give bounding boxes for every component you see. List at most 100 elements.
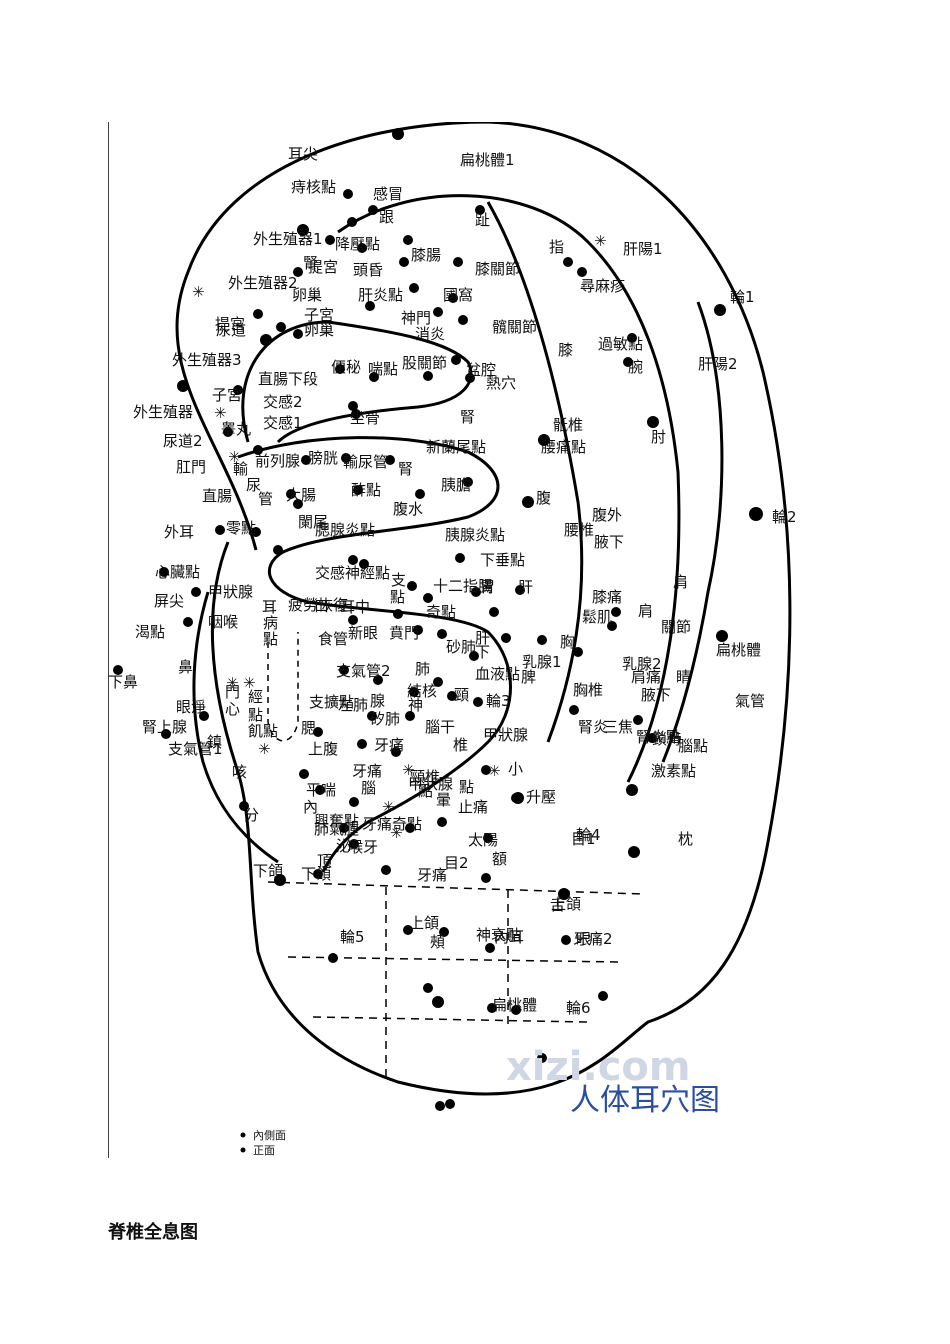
legend: 內側面 正面 (240, 1129, 286, 1157)
acupoint-label: 腰椎 (564, 521, 594, 539)
acupoint-label: 肝 (475, 629, 490, 647)
acupoint-label: 股關節 (402, 354, 447, 372)
acupoint-label: 外生殖器2 (228, 274, 298, 292)
acupoint-label: 耳 (262, 598, 277, 616)
acupoint-label: 膝腸 (411, 246, 441, 264)
svg-text:✳: ✳ (228, 448, 241, 466)
acupoint-label: 腹外 (592, 506, 622, 524)
acupoint-label: 肩 (638, 602, 653, 620)
acupoint-label: 輪5 (340, 928, 365, 946)
acupoint-label: 經 (248, 688, 263, 706)
acupoint-label: 胃 (480, 578, 495, 596)
acupoint-label: 頸 (454, 686, 469, 704)
acupoint-label: 胰膽 (441, 476, 471, 494)
svg-text:✳: ✳ (382, 798, 395, 816)
acupoint-label: 髖關節 (492, 318, 537, 336)
acupoint-label: 耳中 (340, 598, 370, 616)
figure-caption: 人体耳穴图 (570, 1083, 720, 1118)
acupoint-label: 肝陽2 (698, 355, 738, 373)
acupoint-label: 心臟點 (155, 563, 200, 581)
legend-item-inner: 內側面 (253, 1129, 286, 1142)
acupoint-label: 平喘 (306, 781, 336, 799)
acupoint-label: 喘點 (368, 360, 398, 378)
acupoint-label: 牙痛2 (573, 930, 613, 948)
acupoint-label: 神門 (401, 309, 431, 327)
acupoint-label: 左肺 (338, 696, 368, 714)
acupoint-label: 十二指腸 (433, 577, 493, 595)
acupoint-label: 肛門 (176, 458, 206, 476)
acupoint-label: 點 (418, 782, 433, 800)
acupoint-label: 牙痛 (417, 866, 447, 884)
acupoint-label: 外生殖器1 (253, 230, 323, 248)
acupoint-label: 點 (248, 706, 263, 724)
inner-ridge-2 (661, 301, 724, 763)
acupoint-label: 心 (225, 700, 240, 718)
acupoint-label: 下頜 (253, 862, 283, 880)
acupoint-label: 腦 (361, 779, 376, 797)
acupoint-label: 支 (391, 571, 406, 589)
svg-text:✳: ✳ (243, 674, 256, 692)
acupoint-label: 腎 (460, 408, 475, 426)
acupoint-label: 神 (408, 696, 423, 714)
acupoint-label: 腎 (303, 254, 318, 272)
acupoint-label: 肺 (415, 660, 430, 678)
acupoint-label: 泌 (336, 837, 351, 855)
acupoint-label: 神衰點 (476, 926, 521, 944)
acupoint-label: 甲狀腺 (483, 726, 528, 744)
acupoint-label: 腋下 (641, 686, 671, 704)
acupoint-label: 卵巢 (292, 286, 322, 304)
acupoint-label: 食管 (318, 630, 348, 648)
acupoint-label: 下鼻 (108, 673, 138, 691)
acupoint-label: 輪2 (772, 508, 797, 526)
acupoint-label: 結核 (407, 682, 437, 700)
watermark: xizi.com (506, 1044, 691, 1090)
acupoint-label: 咽喉 (208, 613, 238, 631)
acupoint-label: 疲勞恢復 (288, 596, 348, 614)
asterisk-markers: ✳✳✳ ✳✳✳ ✳✳✳ ✳✳ (192, 232, 607, 842)
acupoint-label: 下 (475, 643, 490, 661)
inner-ridge-1 (486, 201, 584, 743)
acupoint-label: 外生殖器3 (172, 351, 242, 369)
acupoint-label: 鎮 (207, 733, 222, 751)
acupoint-label: 尋麻疹 (580, 277, 625, 295)
acupoint-label: 上腹 (308, 740, 338, 758)
acupoint-label: 止痛 (458, 798, 488, 816)
acupoint-label: 肺氣腫 (314, 820, 359, 838)
acupoint-label: 過敏點 (598, 335, 643, 353)
acupoint-label: 升壓 (526, 788, 556, 806)
acupoint-label: 膀胱 (308, 449, 338, 467)
acupoint-label: 睾丸 (221, 420, 251, 438)
acupoint-label: 國窩 (443, 286, 473, 304)
svg-text:✳: ✳ (192, 283, 205, 301)
legend-item-front: 正面 (253, 1144, 275, 1157)
acupoint-label: 肩 (673, 573, 688, 591)
acupoint-label: 大腸 (286, 486, 316, 504)
lobule-grid (267, 881, 644, 1077)
acupoint-label: 卵巢 (304, 321, 334, 339)
tragus-outline (192, 591, 279, 864)
acupoint-label: 枕 (678, 830, 693, 848)
acupoint-label: 輪3 (486, 692, 511, 710)
acupoint-label: 尿道2 (163, 432, 203, 450)
acupoint-label: 子宮 (304, 306, 334, 324)
acupoint-label: 肝 (518, 578, 533, 596)
concha-outline (237, 436, 512, 873)
acupoint-label: 甲狀腺 (208, 583, 253, 601)
acupoint-label: 零點 (226, 519, 256, 537)
acupoint-label: 牙痛奇點 (362, 815, 422, 833)
acupoint-label: 暈 (436, 791, 451, 809)
acupoint-label: 胸椎 (573, 681, 603, 699)
acupoint-label: 新眼 (348, 624, 378, 642)
acupoint-label: 腎炎 (578, 718, 608, 736)
acupoint-label: 上頜 (551, 895, 581, 913)
acupoint-label: 腮 (301, 719, 316, 737)
acupoint-label: 消炎 (415, 325, 445, 343)
acupoint-label: 鎖骨 (652, 730, 682, 748)
acupoint-label: 肘 (651, 428, 666, 446)
cavum-dashed (267, 632, 299, 742)
acupoint-label: 目1 (571, 830, 596, 848)
acupoint-label: 降壓點 (335, 235, 380, 253)
acupoint-label: 胰腺炎點 (445, 526, 505, 544)
acupoint-label: 內 (303, 798, 318, 816)
acupoint-label: 支氣管1 (168, 740, 223, 758)
